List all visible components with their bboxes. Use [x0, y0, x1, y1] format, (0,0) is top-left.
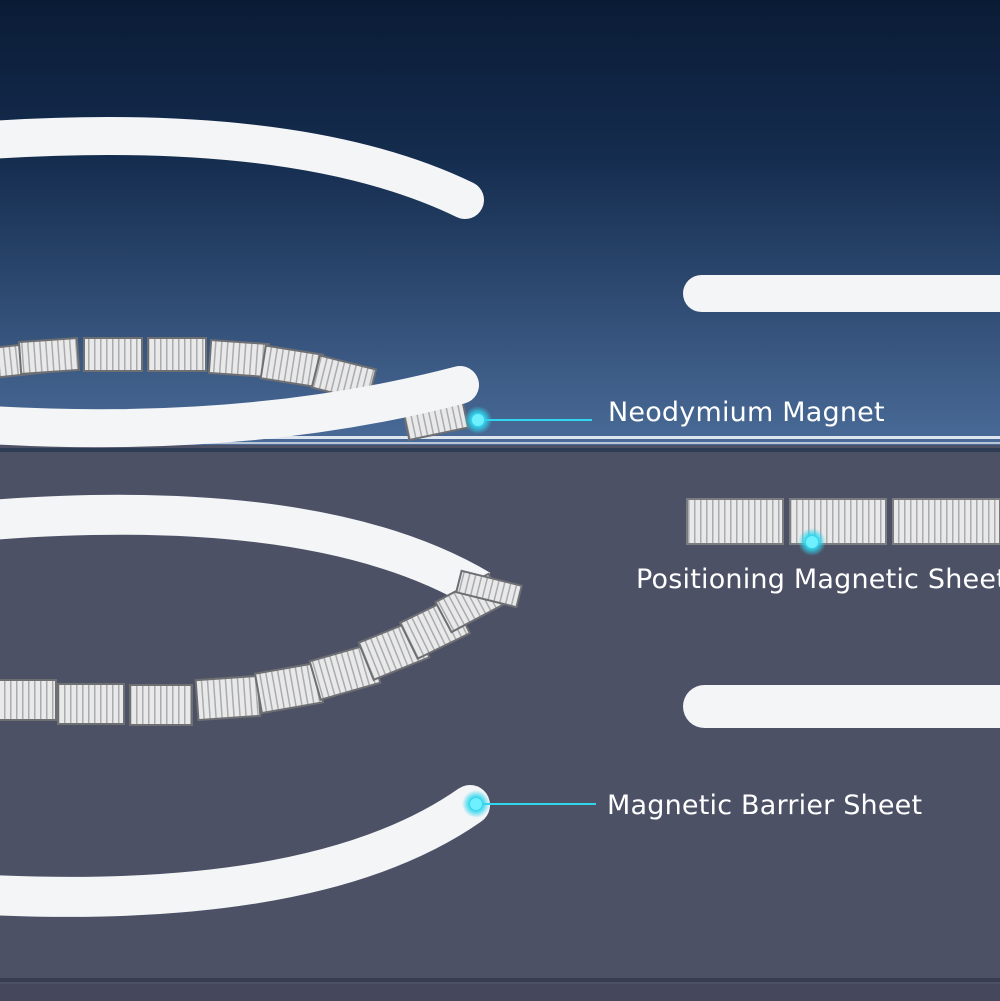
bottom-right-ring-segment [683, 685, 1000, 728]
bottom-ring-upper-arc [0, 494, 491, 608]
top-background [0, 0, 1000, 445]
glass-edge [0, 436, 1000, 439]
bottom-edge [0, 978, 1000, 982]
top-ring-lower-arc [0, 366, 479, 448]
bottom-ring-lower-arc [0, 785, 490, 917]
bottom-magnet-ring [0, 569, 523, 726]
positioning-magnetic-sheet-label: Positioning Magnetic Sheet [636, 564, 1000, 595]
neodymium-callout [464, 406, 592, 434]
magnetic-barrier-sheet-label: Magnetic Barrier Sheet [607, 790, 923, 821]
positioning-callout [798, 528, 826, 556]
positioning-magnetic-sheets [686, 498, 1000, 545]
barrier-callout [462, 790, 596, 818]
top-ring-upper-arc [0, 117, 484, 219]
top-right-ring-segment [683, 275, 1000, 312]
neodymium-magnet-label: Neodymium Magnet [608, 397, 885, 428]
top-magnet-ring [0, 336, 470, 442]
